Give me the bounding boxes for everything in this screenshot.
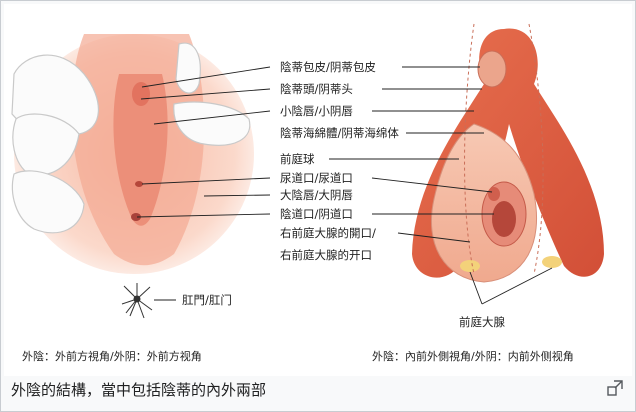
- label-vaginal-opening: 陰道口/阴道口: [280, 207, 353, 221]
- label-bartholin-opening-simp: 右前庭大腺的开口: [280, 248, 372, 262]
- glans-shape: [477, 50, 507, 88]
- labia-minora-shape: [113, 74, 168, 226]
- view-left-label: 外陰：外前方視角/外阴：外前方视角: [22, 349, 202, 363]
- label-glans-clitoris: 陰蒂頭/阴蒂头: [280, 82, 353, 96]
- clitoris-external: [132, 82, 150, 106]
- anus-mark: [121, 283, 153, 319]
- internal-view: [412, 23, 604, 283]
- label-bartholin-opening-trad: 右前庭大腺的開口/: [280, 226, 376, 240]
- diagram-svg: 陰蒂包皮/阴蒂包皮 陰蒂頭/阴蒂头 小陰唇/小阴唇 陰蒂海綿體/阴蒂海绵体 前庭…: [11, 23, 604, 363]
- label-labia-minora: 小陰唇/小阴唇: [280, 104, 353, 118]
- vagina-dot: [131, 213, 141, 221]
- enlarge-icon[interactable]: [607, 380, 623, 396]
- bartholin-right: [542, 256, 562, 268]
- bartholin-left: [460, 260, 480, 272]
- label-clitoral-hood: 陰蒂包皮/阴蒂包皮: [280, 60, 376, 74]
- label-labia-majora: 大陰唇/大阴唇: [280, 188, 353, 202]
- view-right-label: 外陰：內前外側視角/外阴：内前外侧视角: [372, 349, 574, 363]
- leader-lines: [136, 66, 553, 305]
- label-anus: 肛門/肛门: [182, 293, 232, 307]
- label-corpus-cavernosum: 陰蒂海綿體/阴蒂海绵体: [280, 126, 399, 140]
- external-view: [11, 34, 254, 319]
- urethral-opening-shape: [488, 187, 500, 201]
- label-bartholin-gland: 前庭大腺: [459, 315, 505, 329]
- right-hand: [173, 101, 251, 146]
- urethra-dot: [135, 181, 143, 187]
- label-urethral-opening: 尿道口/尿道口: [280, 171, 353, 185]
- figure-caption: 外陰的結構，當中包括陰蒂的內外兩部: [11, 381, 267, 399]
- label-vestibular-bulb: 前庭球: [280, 152, 315, 166]
- vulva-diagram[interactable]: 陰蒂包皮/阴蒂包皮 陰蒂頭/阴蒂头 小陰唇/小阴唇 陰蒂海綿體/阴蒂海绵体 前庭…: [4, 4, 632, 376]
